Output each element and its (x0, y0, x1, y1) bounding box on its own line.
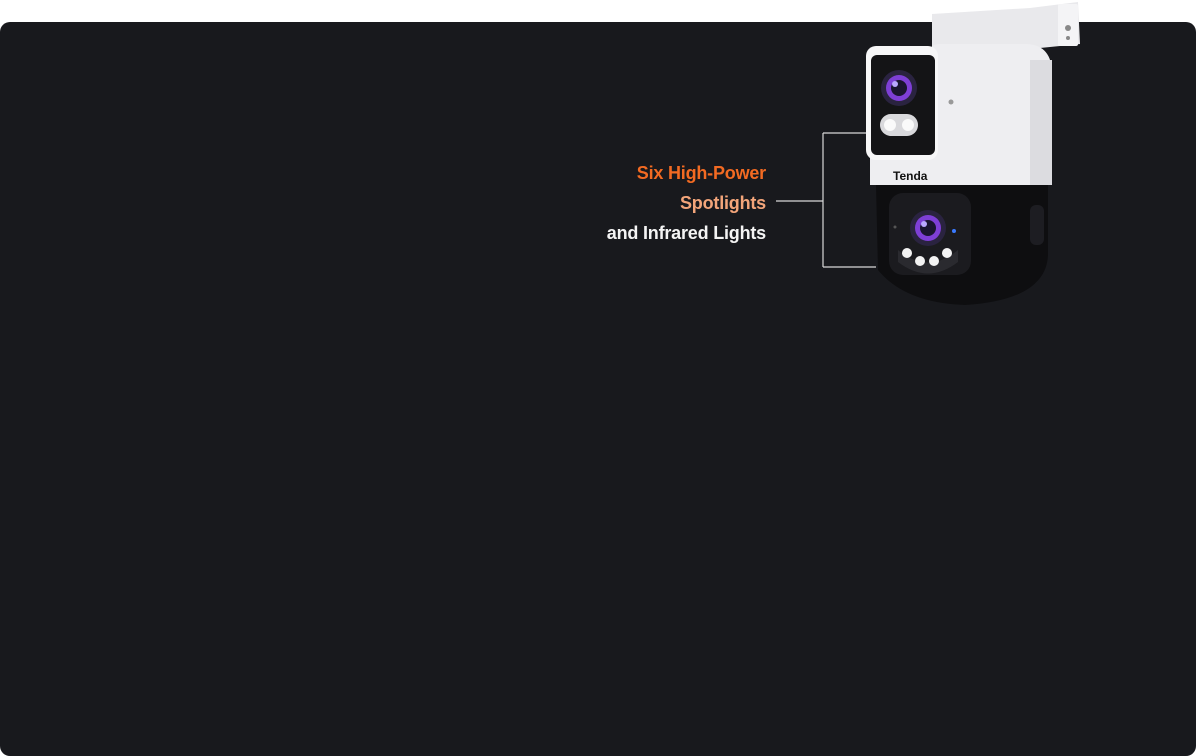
callout-lines (776, 132, 878, 268)
feature-line-infrared: and Infrared Lights (606, 223, 766, 243)
feature-line-spotlights-count: Six High-Power (636, 163, 766, 183)
feature-line-spotlights: Spotlights (680, 193, 766, 213)
feature-callout-text: Six High-Power Spotlights and Infrared L… (607, 158, 766, 248)
brand-logo: Tenda (893, 169, 928, 183)
